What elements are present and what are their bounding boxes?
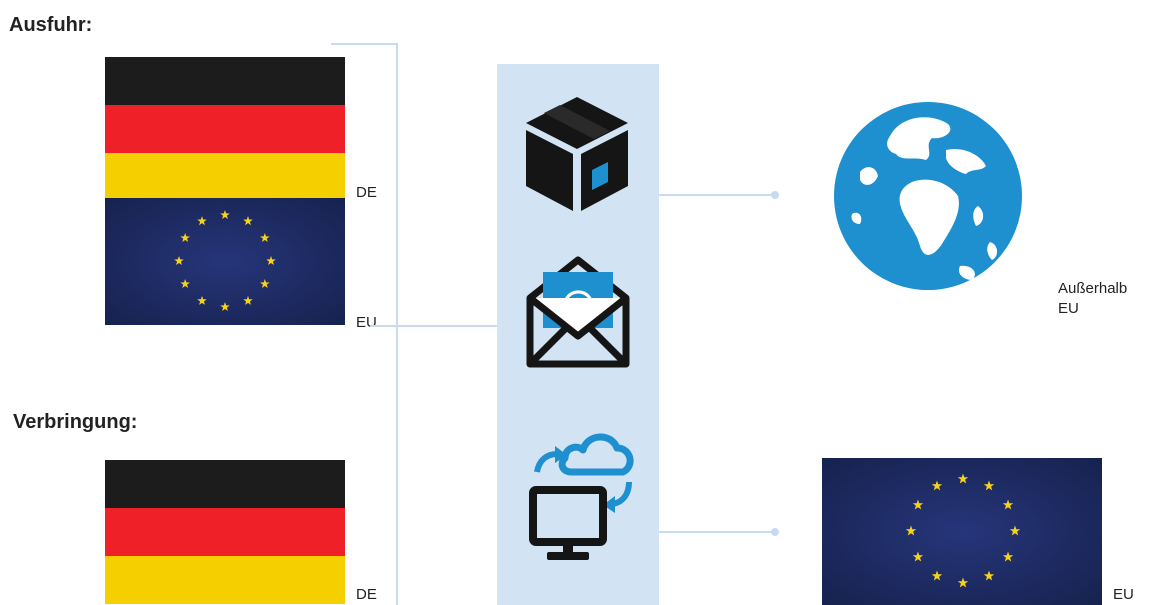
eu-flag-top-star <box>220 210 230 220</box>
label-de-top: DE <box>356 184 377 201</box>
eu-flag-right-star <box>1002 499 1014 510</box>
connector-to-column <box>370 325 498 327</box>
eu-flag-top-star <box>197 216 207 226</box>
eu-flag-right-star <box>931 570 943 581</box>
eu-flag-top-star <box>260 233 270 243</box>
eu-flag-top <box>105 198 345 325</box>
german-flag-bottom <box>105 460 345 604</box>
eu-flag-top-star <box>243 216 253 226</box>
label-de-bottom: DE <box>356 586 377 603</box>
eu-flag-top-star <box>220 302 230 312</box>
eu-flag-right-star <box>983 480 995 491</box>
eu-flag-top-star <box>174 256 184 266</box>
transfer-heading: Verbringung: <box>13 411 138 433</box>
eu-flag-top-star <box>197 295 207 305</box>
eu-flag-top-star <box>266 256 276 266</box>
connector-to-globe <box>659 194 775 196</box>
connector-to-eu <box>659 531 775 533</box>
package-icon <box>526 97 628 211</box>
cloud-computer-sync-icon <box>529 433 634 560</box>
german-flag-top <box>105 57 345 201</box>
label-outside-eu-line2: EU <box>1058 300 1079 317</box>
eu-flag-right-star <box>1009 525 1021 536</box>
eu-flag-right-star <box>1002 551 1014 562</box>
connector-vertical <box>396 43 398 605</box>
eu-flag-top-star <box>260 279 270 289</box>
label-eu-right: EU <box>1113 586 1134 603</box>
export-heading: Ausfuhr: <box>9 14 93 36</box>
eu-flag-right-star <box>983 570 995 581</box>
eu-flag-right-star <box>957 577 969 588</box>
label-eu-top: EU <box>356 314 377 331</box>
eu-flag-right <box>822 458 1102 605</box>
eu-flag-right-star <box>912 551 924 562</box>
eu-flag-top-star <box>180 279 190 289</box>
email-envelope-icon: @ <box>526 256 630 368</box>
eu-flag-top-star <box>180 233 190 243</box>
connector-dot-eu <box>771 528 779 536</box>
eu-flag-right-star <box>931 480 943 491</box>
eu-flag-right-star <box>912 499 924 510</box>
eu-flag-right-star <box>905 525 917 536</box>
eu-flag-top-star <box>243 295 253 305</box>
connector-top-horizontal <box>331 43 398 45</box>
globe-icon <box>834 102 1022 290</box>
eu-flag-right-star <box>957 473 969 484</box>
connector-dot-globe <box>771 191 779 199</box>
label-outside-eu-line1: Außerhalb <box>1058 280 1128 297</box>
